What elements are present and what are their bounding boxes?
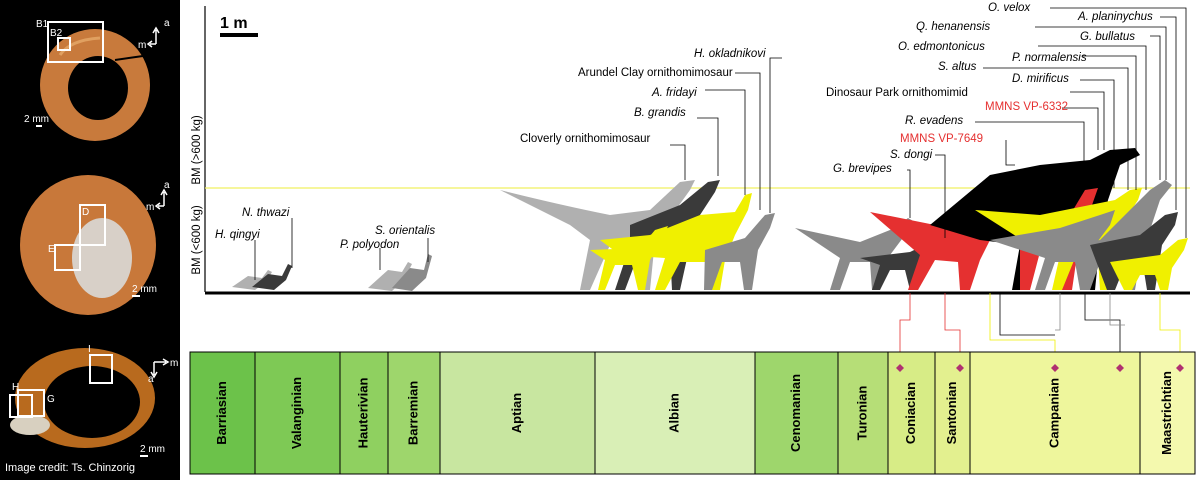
label-s-altus: S. altus: [938, 61, 977, 73]
bone-sections: B1 B2 2 mm m a D E 2 mm m a: [9, 18, 178, 457]
label-e: E: [48, 244, 55, 255]
label-g: G: [47, 394, 55, 405]
label-s-orientalis: S. orientalis: [375, 225, 435, 237]
stage-label: Turonian: [854, 386, 869, 441]
axis-label-lower: BM (<600 kg): [191, 205, 203, 275]
label-cloverly: Cloverly ornithomimosaur: [520, 133, 651, 145]
stage-label: Campanian: [1046, 378, 1061, 448]
stage-aptian: Aptian: [439, 351, 596, 475]
stage-albian: Albian: [594, 351, 756, 475]
stage-label: Valanginian: [289, 377, 304, 449]
box-b1: [47, 21, 104, 63]
label-dinosaur-park: Dinosaur Park ornithomimid: [826, 87, 968, 99]
stage-valanginian: Valanginian: [254, 351, 341, 475]
label-p-polyodon: P. polyodon: [340, 239, 399, 251]
label-b-grandis: B. grandis: [634, 107, 686, 119]
dir-m-1: m: [138, 40, 146, 51]
stage-label: Barriasian: [214, 381, 229, 445]
dir-m-3: m: [170, 358, 178, 369]
orientation-arrows-icon: [150, 358, 170, 379]
occurrence-marker: [1176, 364, 1184, 372]
dir-a-1: a: [164, 18, 170, 29]
stage-turonian: Turonian: [837, 351, 889, 475]
label-g-brevipes: G. brevipes: [833, 163, 892, 175]
stage-label: Maastrichtian: [1159, 371, 1174, 455]
label-a-fridayi: A. fridayi: [651, 87, 697, 99]
stage-label: Barremian: [405, 381, 420, 445]
stage-label: Albian: [666, 393, 681, 433]
box-i: [89, 354, 113, 384]
occurrence-marker: [956, 364, 964, 372]
label-h-okladnikovi: H. okladnikovi: [694, 48, 766, 60]
box-g: [17, 389, 45, 417]
orientation-arrows-icon: [154, 188, 168, 210]
stage-hauterivian: Hauterivian: [339, 351, 389, 475]
stage-label: Santonian: [944, 382, 959, 445]
image-credit: Image credit: Ts. Chinzorig: [5, 462, 136, 474]
bone-section-1: B1 B2 2 mm m a: [24, 18, 170, 141]
bone-section-2: D E 2 mm m a: [20, 175, 170, 315]
dir-a-3: a: [148, 374, 154, 385]
label-h-qingyi: H. qingyi: [215, 229, 260, 241]
label-b2: B2: [50, 28, 63, 39]
occurrence-marker: [896, 364, 904, 372]
scale-label-3: 2 mm: [140, 444, 165, 455]
axis-label-upper: BM (>600 kg): [191, 115, 203, 185]
label-n-thwazi: N. thwazi: [242, 207, 290, 219]
stage-maastrichtian: Maastrichtian: [1139, 351, 1196, 475]
scale-label-1: 2 mm: [24, 114, 49, 125]
stage-barremian: Barremian: [387, 351, 441, 475]
orientation-arrows-icon: [146, 26, 160, 48]
histology-panel: B1 B2 2 mm m a D E 2 mm m a: [0, 0, 180, 480]
dir-m-2: m: [146, 202, 154, 213]
label-h: H: [12, 382, 19, 393]
occurrence-marker: [1051, 364, 1059, 372]
label-q-henanensis: Q. henanensis: [916, 21, 990, 33]
stage-label: Hauterivian: [355, 378, 370, 449]
bone-section-3: I H G 2 mm m a: [9, 344, 178, 457]
dir-a-2: a: [164, 180, 170, 191]
scale-bar-label: 1 m: [220, 15, 248, 32]
silhouettes: [232, 148, 1188, 291]
label-o-edmontonicus: O. edmontonicus: [898, 41, 985, 53]
label-g-bullatus: G. bullatus: [1080, 31, 1135, 43]
label-a-planinychus: A. planinychus: [1077, 11, 1153, 23]
stage-santonian: Santonian: [934, 351, 971, 475]
stage-connectors: [899, 293, 1181, 368]
stage-coniacian: Coniacian: [887, 351, 936, 475]
label-mmns-6332: MMNS VP-6332: [985, 101, 1068, 113]
label-d: D: [82, 207, 89, 218]
box-e: [54, 244, 81, 271]
stage-label: Coniacian: [903, 382, 918, 444]
label-b1: B1: [36, 19, 49, 30]
stage-label: Cenomanian: [788, 374, 803, 452]
label-arundel: Arundel Clay ornithomimosaur: [578, 67, 733, 79]
occurrence-marker: [1116, 364, 1124, 372]
stage-barriasian: Barriasian: [189, 351, 256, 475]
scale-label-2: 2 mm: [132, 284, 157, 295]
label-d-mirificus: D. mirificus: [1012, 73, 1069, 85]
label-i: I: [88, 344, 91, 355]
label-r-evadens: R. evadens: [905, 115, 963, 127]
leader-lines: [254, 7, 1187, 280]
stage-cenomanian: Cenomanian: [754, 351, 839, 475]
label-p-normalensis: P. normalensis: [1012, 52, 1087, 64]
label-mmns-7649: MMNS VP-7649: [900, 133, 983, 145]
label-s-dongi: S. dongi: [890, 149, 933, 161]
stage-label: Aptian: [509, 393, 524, 434]
box-b2: [57, 37, 71, 51]
label-o-velox: O. velox: [988, 2, 1031, 14]
box-d: [79, 204, 106, 246]
